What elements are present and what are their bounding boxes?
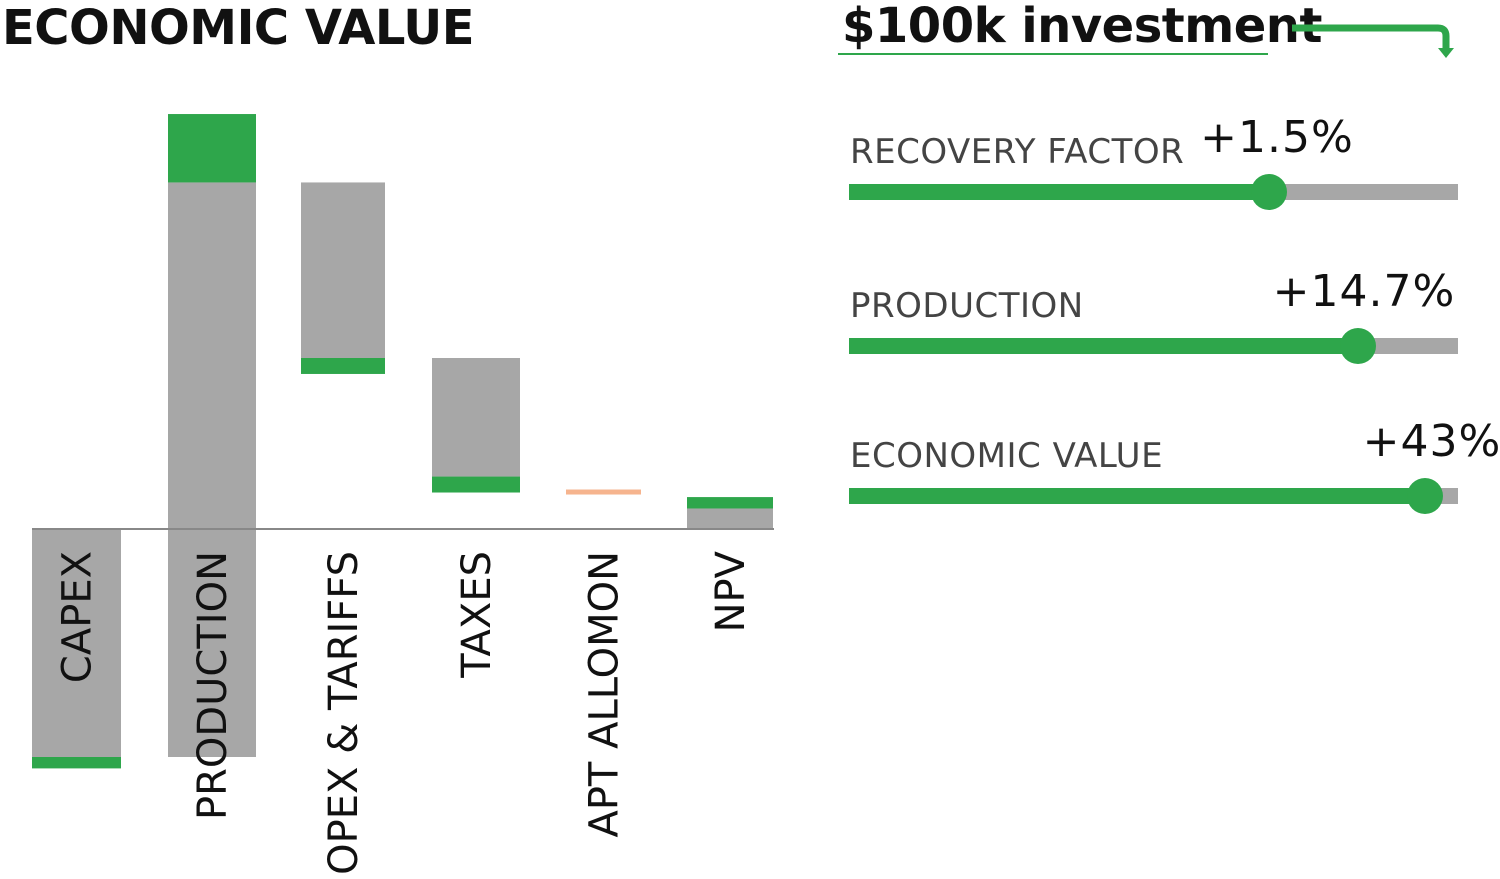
category-label: PRODUCTION bbox=[190, 551, 236, 820]
slider-fill bbox=[849, 488, 1425, 504]
bar-base-production bbox=[168, 182, 256, 757]
bar-base-taxes bbox=[432, 358, 520, 477]
slider-production: PRODUCTION +14.7% bbox=[849, 266, 1458, 364]
category-label: OPEX & TARIFFS bbox=[321, 551, 367, 875]
slider-value: +1.5% bbox=[1200, 112, 1354, 163]
slider-track[interactable] bbox=[849, 174, 1458, 210]
turn-down-arrow-icon bbox=[1292, 24, 1454, 58]
bar-base-npv bbox=[687, 508, 773, 529]
category-label: TAXES bbox=[454, 551, 500, 679]
bar-increase-opex-tariffs bbox=[301, 358, 385, 374]
slider-fill bbox=[849, 184, 1270, 200]
bar-increase-production bbox=[168, 114, 256, 183]
slider-label: PRODUCTION bbox=[850, 286, 1084, 326]
slider-track[interactable] bbox=[849, 328, 1458, 364]
investment-title: $100k investment bbox=[842, 0, 1322, 54]
slider-fill bbox=[849, 338, 1358, 354]
slider-label: RECOVERY FACTOR bbox=[850, 132, 1185, 172]
bar-increase-taxes bbox=[432, 476, 520, 493]
category-label: APT ALLOMON bbox=[582, 551, 628, 838]
waterfall-chart: CAPEX PRODUCTION OPEX & TARIFFS TAXES APT AL… bbox=[32, 114, 774, 875]
slider-track[interactable] bbox=[849, 478, 1458, 514]
slider-recovery-factor: RECOVERY FACTOR +1.5% bbox=[849, 112, 1458, 210]
bar-marker-apt-allomon bbox=[566, 489, 641, 495]
investment-underline bbox=[838, 53, 1268, 55]
slider-handle[interactable] bbox=[1251, 174, 1288, 210]
slider-handle[interactable] bbox=[1406, 478, 1443, 514]
slider-label: ECONOMIC VALUE bbox=[850, 436, 1164, 476]
category-label: CAPEX bbox=[55, 551, 101, 683]
bar-base-opex-tariffs bbox=[301, 182, 385, 358]
slider-handle[interactable] bbox=[1339, 328, 1376, 364]
bar-increase-capex bbox=[32, 757, 121, 769]
page-title: ECONOMIC VALUE bbox=[2, 0, 475, 56]
slider-value: +14.7% bbox=[1272, 266, 1456, 317]
slider-value: +43% bbox=[1362, 416, 1500, 467]
category-label: NPV bbox=[708, 550, 754, 632]
slider-economic-value: ECONOMIC VALUE +43% bbox=[849, 416, 1500, 514]
bar-increase-npv bbox=[687, 497, 773, 509]
bar-base-capex bbox=[32, 529, 121, 757]
